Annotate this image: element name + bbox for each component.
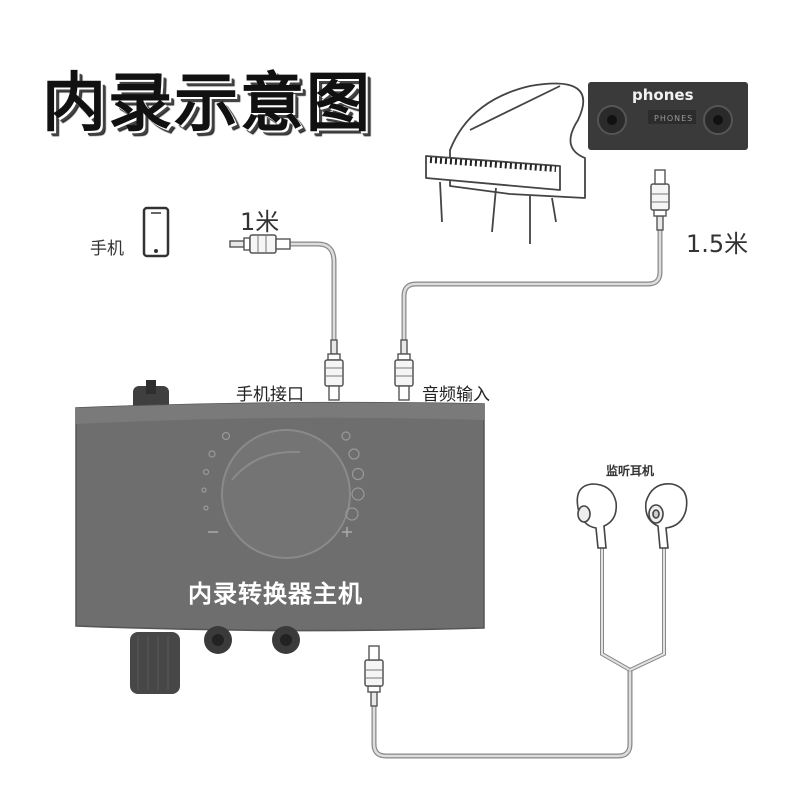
audio-plug-icon [650,169,670,231]
audio-input-label: 音频输入 [422,385,490,405]
smartphone-icon [142,206,170,258]
phone-label: 手机 [90,239,124,259]
device-label: 内录转换器主机 [188,580,363,608]
cable-1m [229,234,337,343]
page-title: 内录示意图 [42,67,372,141]
piano-icon [425,82,586,244]
cable-length-short-label: 1米 [240,208,280,236]
cable-earphones [371,548,666,759]
audio-plug-icon [324,339,344,401]
cable-length-long-label: 1.5米 [686,230,749,258]
phone-port-label: 手机接口 [236,385,304,405]
audio-plug-icon [394,339,414,401]
phones-panel-print: PHONES [654,114,694,123]
cable-1-5m [401,227,663,343]
monitor-earphones-label: 监听耳机 [606,464,655,478]
phones-panel [588,82,748,150]
phones-panel-label: phones [632,86,694,104]
audio-plug-icon [364,645,384,707]
converter-device [75,380,485,694]
earphones-icon [576,483,688,549]
